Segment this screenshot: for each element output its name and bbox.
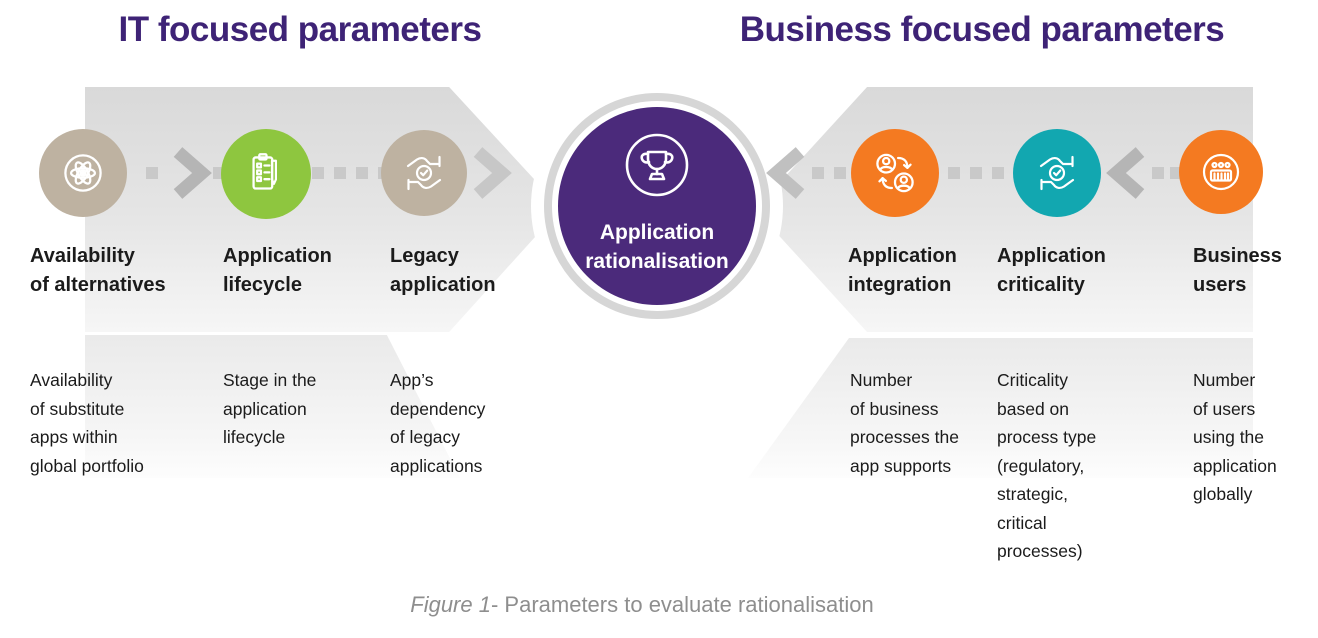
it-description-band <box>85 335 460 478</box>
people-sync-icon <box>876 153 914 193</box>
application-criticality-label: Application criticality <box>997 245 1106 296</box>
chevron-right-icon <box>168 147 212 199</box>
connector-dash <box>948 167 960 179</box>
application-integration-label: Application integration <box>848 245 957 296</box>
it-parameters-title: IT focused parameters <box>118 10 482 49</box>
legacy-application-node <box>381 130 467 216</box>
connector-dash <box>834 167 846 179</box>
connector-dash <box>334 167 346 179</box>
availability-of-alternatives-description: Availability of substitute apps within g… <box>30 370 144 476</box>
connector-dash <box>1152 167 1164 179</box>
chevron-right-icon <box>468 147 512 199</box>
atom-icon <box>64 154 102 192</box>
chevron-left-icon <box>766 147 810 199</box>
application-rationalisation-node <box>558 107 756 305</box>
availability-of-alternatives-node <box>39 129 127 217</box>
center-node-label: Application rationalisation <box>585 221 729 273</box>
business-users-description: Number of users using the application gl… <box>1193 370 1277 504</box>
hands-exchange-icon <box>1039 155 1075 191</box>
application-lifecycle-description: Stage in the application lifecycle <box>223 370 317 447</box>
chevron-left-icon <box>1106 147 1150 199</box>
figure-caption: Figure 1- Parameters to evaluate rationa… <box>410 592 873 618</box>
figure-caption-number: Figure 1 <box>410 592 491 617</box>
it-arrow-band <box>85 87 561 332</box>
connector-dash <box>812 167 824 179</box>
availability-of-alternatives-label: Availability of alternatives <box>30 245 166 296</box>
application-criticality-description: Criticality based on process type (regul… <box>997 370 1097 561</box>
trophy-icon <box>622 130 692 200</box>
legacy-application-label: Legacy application <box>390 245 496 296</box>
application-integration-node <box>851 129 939 217</box>
business-parameters-title: Business focused parameters <box>739 10 1225 49</box>
connector-dash <box>992 167 1004 179</box>
business-description-band <box>748 338 1253 478</box>
connector-dash <box>146 167 158 179</box>
hands-exchange-icon <box>406 155 442 191</box>
connector-dash <box>970 167 982 179</box>
legacy-application-description: App’s dependency of legacy applications <box>390 370 486 476</box>
audience-icon <box>1202 153 1240 191</box>
figure-caption-text: - Parameters to evaluate rationalisation <box>490 592 874 617</box>
business-users-node <box>1179 130 1263 214</box>
application-lifecycle-label: Application lifecycle <box>223 245 332 296</box>
application-lifecycle-node <box>221 129 311 219</box>
application-integration-description: Number of business processes the app sup… <box>850 370 959 476</box>
business-users-label: Business users <box>1193 245 1282 296</box>
connector-dash <box>312 167 324 179</box>
connector-dash <box>356 167 368 179</box>
business-arrow-band <box>755 87 1253 332</box>
application-criticality-node <box>1013 129 1101 217</box>
checklist-icon <box>252 153 277 190</box>
